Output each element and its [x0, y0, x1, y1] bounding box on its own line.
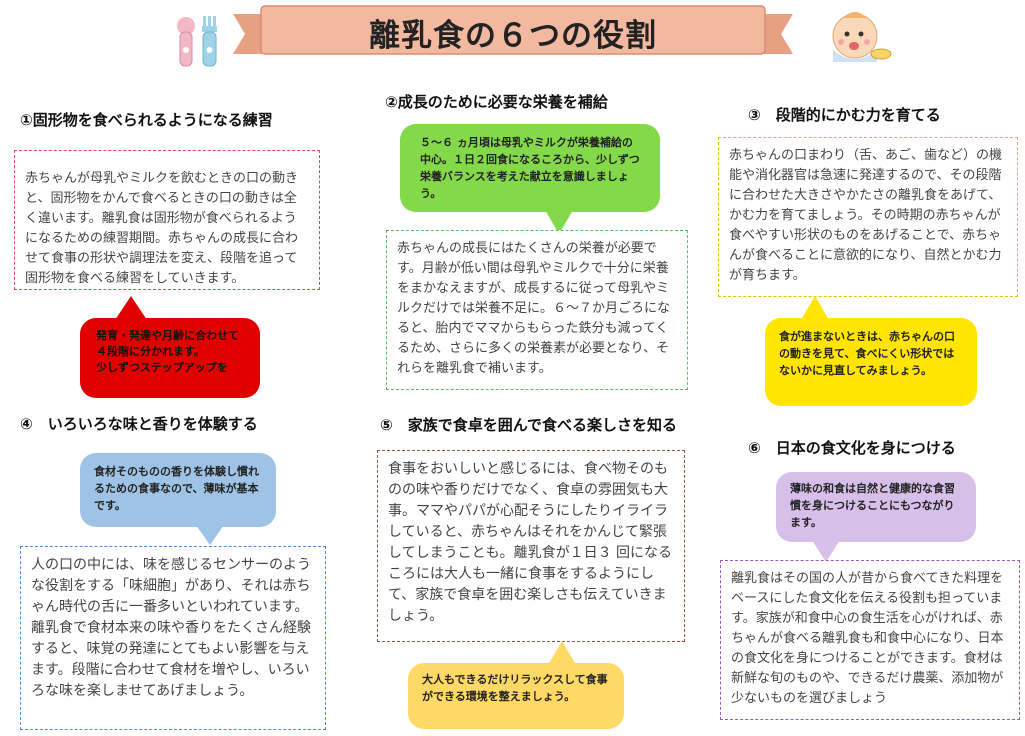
section-2-callout: ５～６ ヵ月頃は母乳やミルクが栄養補給の中心。１日２回食になるころから、少しずつ… [400, 124, 660, 234]
section-1-callout: 発育・発達や月齢に合わせて ４段階に分かれます。 少しずつステップアップを [80, 296, 260, 398]
callout-tail [812, 540, 840, 562]
section-6-heading: ⑥ 日本の食文化を身につける [748, 439, 956, 457]
section-2-callout-text: ５～６ ヵ月頃は母乳やミルクが栄養補給の中心。１日２回食になるころから、少しずつ… [420, 136, 640, 200]
section-3-body: 赤ちゃんの口まわり（舌、あご、歯など）の機能や消化器官は急速に発達するので、その… [718, 137, 1018, 297]
section-1-heading: ①固形物を食べられるようになる練習 [20, 111, 273, 129]
section-6-body: 離乳食はその国の人が昔から食べてきた料理をベースにした食文化を伝える役割も担って… [720, 560, 1020, 720]
title-banner: 離乳食の６つの役割 [233, 4, 793, 60]
section-6-callout-text: 薄味の和食は自然と健康的な食習慣を身につけることにもつながります。 [790, 482, 955, 529]
callout-tail [115, 296, 147, 320]
section-5-callout: 大人もできるだけリラックスして食事ができる環境を整えましょう。 [408, 641, 624, 729]
callout-tail [196, 525, 224, 545]
callout-tail [548, 641, 576, 665]
section-6-callout: 薄味の和食は自然と健康的な食習慣を身につけることにもつながります。 [776, 472, 976, 562]
section-4-callout-text: 食材そのものの香りを体験し慣れるための食事なので、薄味が基本です。 [94, 465, 259, 512]
section-5-callout-text: 大人もできるだけリラックスして食事ができる環境を整えましょう。 [422, 673, 608, 703]
section-3-callout: 食が進まないときは、赤ちゃんの口の動きを見て、食べにくい形状ではないかに見直して… [765, 296, 977, 406]
section-5-body: 食事をおいしいと感じるには、食べ物そのものの味や香りだけでなく、食卓の雰囲気も大… [377, 450, 685, 642]
section-5-heading: ⑤ 家族で食卓を囲んで食べる楽しさを知る [380, 416, 677, 434]
section-2-heading: ②成長のために必要な栄養を補給 [385, 93, 608, 111]
baby-eating-icon [825, 6, 895, 70]
section-1-callout-text: 発育・発達や月齢に合わせて ４段階に分かれます。 少しずつステップアップを [96, 329, 239, 374]
section-4-body: 人の口の中には、味を感じるセンサーのような役割をする「味細胞」があり、それは赤ち… [20, 546, 326, 730]
section-2-body: 赤ちゃんの成長にはたくさんの栄養が必要です。月齢が低い間は母乳やミルクで十分に栄… [386, 230, 688, 390]
section-3-heading: ③ 段階的にかむ力を育てる [748, 106, 941, 124]
section-4-callout: 食材そのものの香りを体験し慣れるための食事なので、薄味が基本です。 [80, 453, 276, 545]
spoon-and-fork-icon [168, 14, 228, 70]
callout-tail [801, 296, 829, 320]
ribbon-shape [233, 5, 793, 55]
section-3-callout-text: 食が進まないときは、赤ちゃんの口の動きを見て、食べにくい形状ではないかに見直して… [779, 330, 955, 377]
section-4-heading: ④ いろいろな味と香りを体験する [20, 415, 258, 433]
page-title: 離乳食の６つの役割 [369, 17, 657, 54]
section-1-body: 赤ちゃんが母乳やミルクを飲むときの口の動きと、固形物をかんで食べるときの口の動き… [14, 150, 320, 290]
